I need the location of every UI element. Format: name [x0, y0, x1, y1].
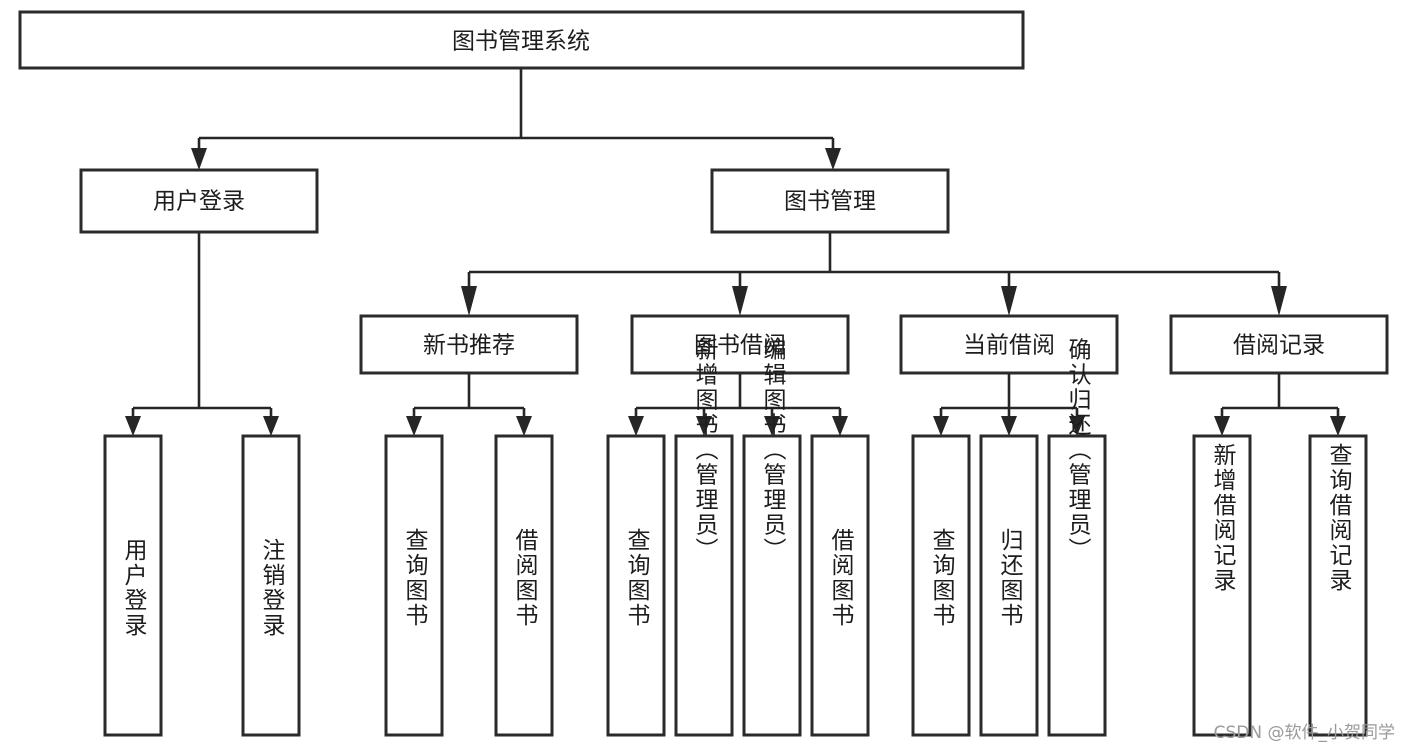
- node-root-box[interactable]: [18, 10, 1025, 70]
- arrow-leaf-user-login: [125, 416, 141, 436]
- leaf-query-book-1-box[interactable]: [384, 434, 444, 737]
- arrow-leaf-add-record: [1214, 416, 1230, 436]
- arrow-leaf-add-book: [696, 416, 712, 436]
- arrow-leaf-user-logout: [263, 416, 279, 436]
- leaf-user-logout-label: 注销登录: [258, 538, 286, 638]
- arrow-new-book-recommend: [461, 286, 477, 316]
- arrow-book-management: [825, 148, 841, 170]
- leaf-return-book[interactable]: 归还图书: [979, 434, 1039, 737]
- leaf-return-book-box[interactable]: [979, 434, 1039, 737]
- leaf-edit-book-label: 编辑图书（管理员）: [759, 338, 787, 563]
- node-book-borrow-label: 图书借阅: [694, 333, 786, 359]
- watermark: CSDN @软件_小贺同学: [1213, 723, 1395, 743]
- node-book-management-box[interactable]: [710, 168, 950, 234]
- arrow-leaf-borrow-book-2: [832, 416, 848, 436]
- leaf-user-logout[interactable]: 注销登录: [241, 434, 301, 737]
- leaf-query-book-2[interactable]: 查询图书: [606, 434, 666, 737]
- arrow-leaf-query-record: [1330, 416, 1346, 436]
- leaf-add-record[interactable]: 新增借阅记录: [1192, 434, 1252, 737]
- leaf-query-book-1-label: 查询图书: [401, 528, 429, 628]
- node-root[interactable]: 图书管理系统: [18, 10, 1025, 70]
- leaf-return-book-label: 归还图书: [996, 528, 1024, 628]
- arrow-leaf-confirm-return: [1069, 416, 1085, 436]
- leaf-user-login-box[interactable]: [103, 434, 163, 737]
- leaf-query-record-box[interactable]: [1308, 434, 1368, 737]
- leaf-query-book-3[interactable]: 查询图书: [911, 434, 971, 737]
- edge-layer: [125, 68, 1346, 436]
- node-book-borrow-box[interactable]: [630, 314, 850, 375]
- arrow-book-borrow: [732, 286, 748, 316]
- node-new-book-recommend[interactable]: 新书推荐: [359, 314, 579, 375]
- leaf-user-login-label: 用户登录: [120, 538, 148, 638]
- leaf-query-record[interactable]: 查询借阅记录: [1308, 434, 1368, 737]
- node-new-book-recommend-label: 新书推荐: [423, 333, 515, 359]
- arrow-leaf-return-book: [1001, 416, 1017, 436]
- leaf-query-book-2-label: 查询图书: [623, 528, 651, 628]
- node-new-book-recommend-box[interactable]: [359, 314, 579, 375]
- leaf-borrow-book-2-label: 借阅图书: [827, 528, 855, 628]
- node-user-login-label: 用户登录: [153, 189, 245, 215]
- leaf-edit-book-box[interactable]: [742, 434, 802, 737]
- leaf-confirm-return-box[interactable]: [1047, 434, 1107, 737]
- leaf-confirm-return-label: 确认归还（管理员）: [1064, 338, 1092, 563]
- leaf-borrow-book-2-box[interactable]: [810, 434, 870, 737]
- leaf-query-record-label: 查询借阅记录: [1325, 443, 1353, 593]
- leaf-add-book-label: 新增图书（管理员）: [691, 338, 719, 563]
- arrow-leaf-query-book-1: [406, 416, 422, 436]
- leaf-add-book-box[interactable]: [674, 434, 734, 737]
- leaf-add-record-label: 新增借阅记录: [1209, 443, 1237, 593]
- leaf-query-book-1[interactable]: 查询图书: [384, 434, 444, 737]
- arrow-leaf-edit-book: [764, 416, 780, 436]
- leaf-borrow-book-1[interactable]: 借阅图书: [494, 434, 554, 737]
- node-borrow-record-label: 借阅记录: [1233, 333, 1325, 359]
- node-current-borrow[interactable]: 当前借阅: [899, 314, 1119, 375]
- node-book-management[interactable]: 图书管理: [710, 168, 950, 234]
- arrow-leaf-query-book-3: [933, 416, 949, 436]
- leaf-add-book[interactable]: 新增图书（管理员）: [674, 338, 734, 737]
- arrow-leaf-borrow-book-1: [516, 416, 532, 436]
- leaf-borrow-book-1-box[interactable]: [494, 434, 554, 737]
- node-root-label: 图书管理系统: [452, 29, 590, 55]
- leaf-query-book-3-label: 查询图书: [928, 528, 956, 628]
- leaf-user-login[interactable]: 用户登录: [103, 434, 163, 737]
- leaf-borrow-book-1-label: 借阅图书: [511, 528, 539, 628]
- leaf-confirm-return[interactable]: 确认归还（管理员）: [1047, 338, 1107, 737]
- node-book-management-label: 图书管理: [784, 189, 876, 215]
- arrow-user-login: [191, 148, 207, 170]
- leaf-add-record-box[interactable]: [1192, 434, 1252, 737]
- arrow-borrow-record: [1271, 286, 1287, 316]
- node-user-login-box[interactable]: [79, 168, 319, 234]
- node-current-borrow-label: 当前借阅: [963, 333, 1055, 359]
- node-user-login[interactable]: 用户登录: [79, 168, 319, 234]
- node-current-borrow-box[interactable]: [899, 314, 1119, 375]
- node-book-borrow[interactable]: 图书借阅: [630, 314, 850, 375]
- leaf-user-logout-box[interactable]: [241, 434, 301, 737]
- node-borrow-record-box[interactable]: [1169, 314, 1389, 375]
- leaf-edit-book[interactable]: 编辑图书（管理员）: [742, 338, 802, 737]
- leaf-query-book-3-box[interactable]: [911, 434, 971, 737]
- arrow-current-borrow: [1001, 286, 1017, 316]
- node-borrow-record[interactable]: 借阅记录: [1169, 314, 1389, 375]
- leaf-query-book-2-box[interactable]: [606, 434, 666, 737]
- leaf-borrow-book-2[interactable]: 借阅图书: [810, 434, 870, 737]
- arrow-leaf-query-book-2: [628, 416, 644, 436]
